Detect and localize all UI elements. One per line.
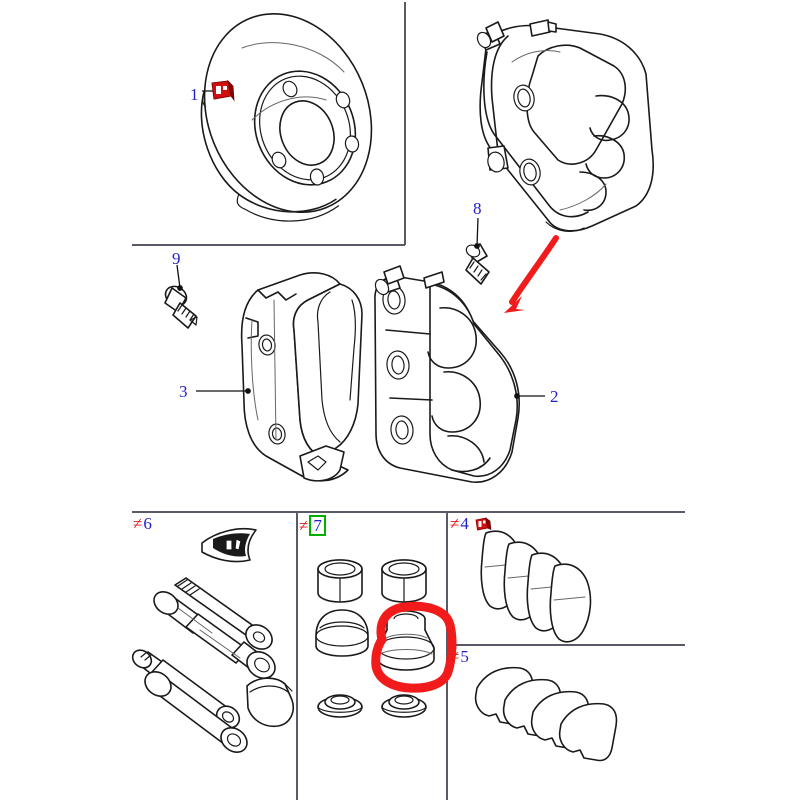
cell-number-6: 6: [143, 514, 152, 533]
callout-1-red-chip-icon: [211, 79, 235, 102]
callout-8-bleed-screw: 8: [473, 199, 482, 218]
brake-pad-4: [558, 702, 618, 762]
cell-label-4: ≠4: [450, 515, 492, 532]
caliper-bracket-drawing: [196, 272, 363, 482]
guide-pin-kit-drawing: [131, 527, 294, 753]
not-equal-icon: ≠: [133, 514, 143, 533]
guide-pin-cap: [246, 677, 294, 728]
seal-ring-bottom-left: [317, 694, 363, 718]
slider-bolt-long: [174, 577, 273, 650]
disc-stud-holes: [271, 80, 360, 186]
red-pointer-arrow: [504, 235, 559, 313]
piston-cap-middle-left: [315, 609, 369, 657]
callout-3-caliper-bracket: 3: [179, 382, 188, 401]
caliper-body-drawing: [374, 265, 545, 483]
callout-9-leader: [176, 264, 183, 291]
seal-ring-bottom-right: [381, 694, 427, 718]
pad-shims-drawing: [480, 530, 592, 643]
not-equal-icon: ≠: [299, 516, 309, 535]
dust-boot-highlighted: [377, 610, 435, 671]
seal-ring-top-left: [317, 559, 363, 603]
bleed-screw-8-drawing: [465, 217, 490, 285]
brake-disc-drawing: [200, 12, 373, 222]
seal-kit-drawing: [315, 559, 435, 718]
not-equal-icon: ≠: [450, 647, 460, 666]
cell-number-7-highlighted: 7: [309, 515, 326, 536]
guide-sleeve-plain: [144, 671, 248, 753]
shim-4: [549, 563, 592, 643]
brake-pads-drawing: [474, 666, 618, 762]
guide-bolt-9-drawing: [164, 264, 198, 329]
callout-2-caliper-body: 2: [550, 387, 559, 406]
callout-8-leader: [474, 217, 480, 249]
not-equal-icon: ≠: [450, 514, 460, 533]
cell-label-7: ≠7: [299, 515, 326, 536]
cell-number-5: 5: [460, 647, 469, 666]
red-chip-icon: [475, 517, 492, 531]
cell-number-4: 4: [460, 514, 469, 533]
cell-label-5: ≠5: [450, 648, 469, 665]
cell-label-6: ≠6: [133, 515, 152, 532]
seal-ring-top-right: [381, 559, 427, 603]
guide-sleeve-assembly: [153, 591, 276, 679]
slider-bolt-short: [131, 649, 241, 729]
caliper-detail-top-nipples: [476, 19, 557, 51]
callout-9-guide-bolt: 9: [172, 249, 181, 268]
caliper-detail-drawing: [476, 19, 655, 232]
callout-1-brake-disc: 1: [190, 85, 199, 104]
red-highlight-circle: [371, 601, 457, 693]
